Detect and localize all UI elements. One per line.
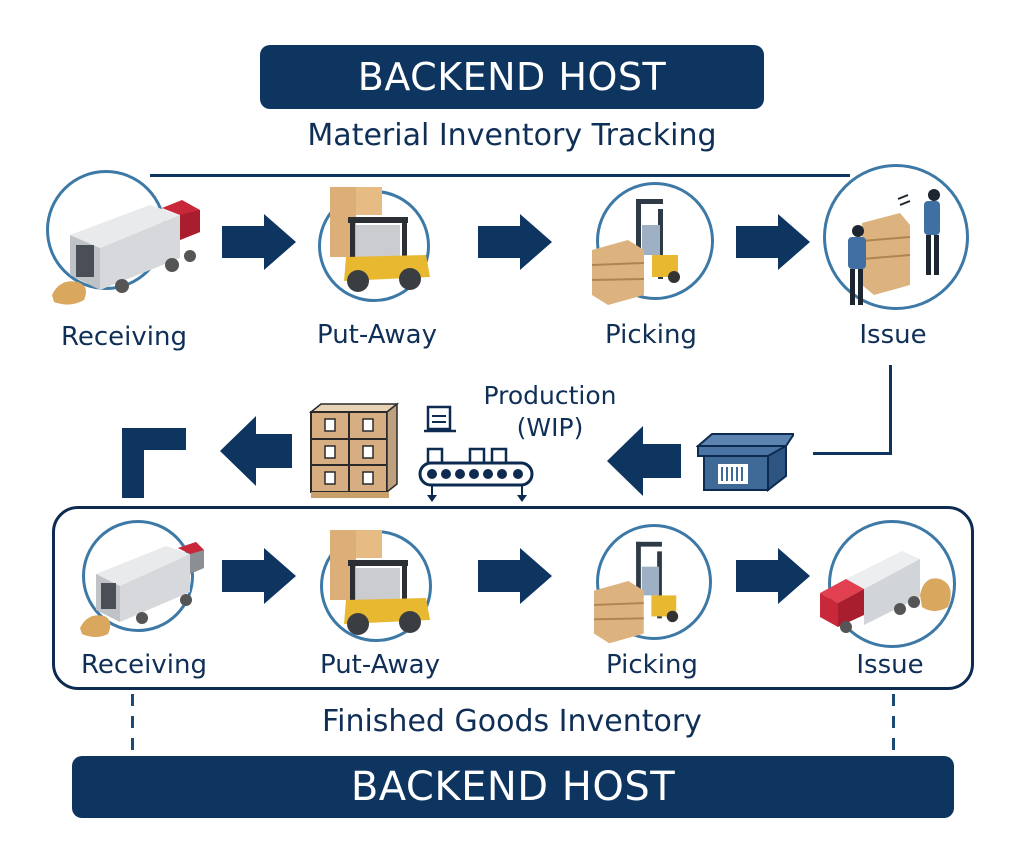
forklift-pallet-icon: [593, 541, 679, 644]
flow-arrow-left-icon: [607, 426, 681, 496]
delivery-truck-icon: [52, 200, 200, 305]
dashed-connector-left: [131, 694, 134, 756]
forklift-loaded-icon: [330, 187, 430, 292]
issue-circle: [823, 164, 969, 310]
bottom-step-issue-label: Issue: [856, 650, 924, 680]
material-inventory-title: Material Inventory Tracking: [307, 118, 717, 153]
flow-arrow-right-icon: [222, 548, 296, 604]
forklift-loaded-icon: [330, 530, 430, 635]
issue-connector-vertical: [889, 365, 892, 455]
backend-host-bottom: BACKEND HOST: [72, 756, 954, 818]
picking-circle: [596, 182, 714, 300]
delivery-truck-icon: [80, 542, 204, 637]
bin-box-icon: [696, 433, 794, 492]
top-connector-line: [150, 174, 850, 177]
flow-arrow-right-icon: [478, 548, 552, 604]
production-label-line2: (WIP): [516, 413, 584, 442]
flow-arrow-left-icon: [220, 416, 292, 486]
top-step-issue-label: Issue: [859, 320, 927, 350]
finished-goods-title: Finished Goods Inventory: [322, 704, 702, 739]
top-step-receiving-label: Receiving: [60, 322, 187, 352]
forklift-pallet-icon: [591, 199, 680, 305]
bottom-step-picking-label: Picking: [606, 650, 698, 680]
production-label-line1: Production: [483, 381, 617, 410]
flow-arrow-right-icon: [736, 214, 810, 270]
top-step-putaway-label: Put-Away: [316, 320, 438, 350]
shipping-truck-icon: [820, 551, 951, 633]
fg-receiving-circle: [82, 520, 194, 632]
flow-arrow-right-icon: [736, 548, 810, 604]
backend-host-top-label: BACKEND HOST: [357, 55, 667, 99]
flow-arrow-right-icon: [222, 214, 296, 270]
finished-goods-frame: [52, 506, 974, 690]
workers-boxes-icon: [848, 189, 940, 305]
flow-arrow-right-icon: [478, 214, 552, 270]
production-label: Production (WIP): [460, 380, 640, 444]
issue-connector-horizontal: [813, 452, 892, 455]
conveyor-icon: [418, 405, 534, 502]
fg-issue-circle: [828, 520, 956, 648]
dashed-connector-right: [892, 694, 895, 756]
backend-host-bottom-label: BACKEND HOST: [350, 764, 676, 810]
backend-host-top: BACKEND HOST: [260, 45, 764, 109]
bottom-step-receiving-label: Receiving: [80, 650, 207, 680]
bottom-step-putaway-label: Put-Away: [319, 650, 441, 680]
corner-connector: [122, 428, 186, 498]
fg-picking-circle: [596, 524, 712, 640]
top-step-picking-label: Picking: [605, 320, 697, 350]
pallet-stack-icon: [308, 402, 400, 498]
